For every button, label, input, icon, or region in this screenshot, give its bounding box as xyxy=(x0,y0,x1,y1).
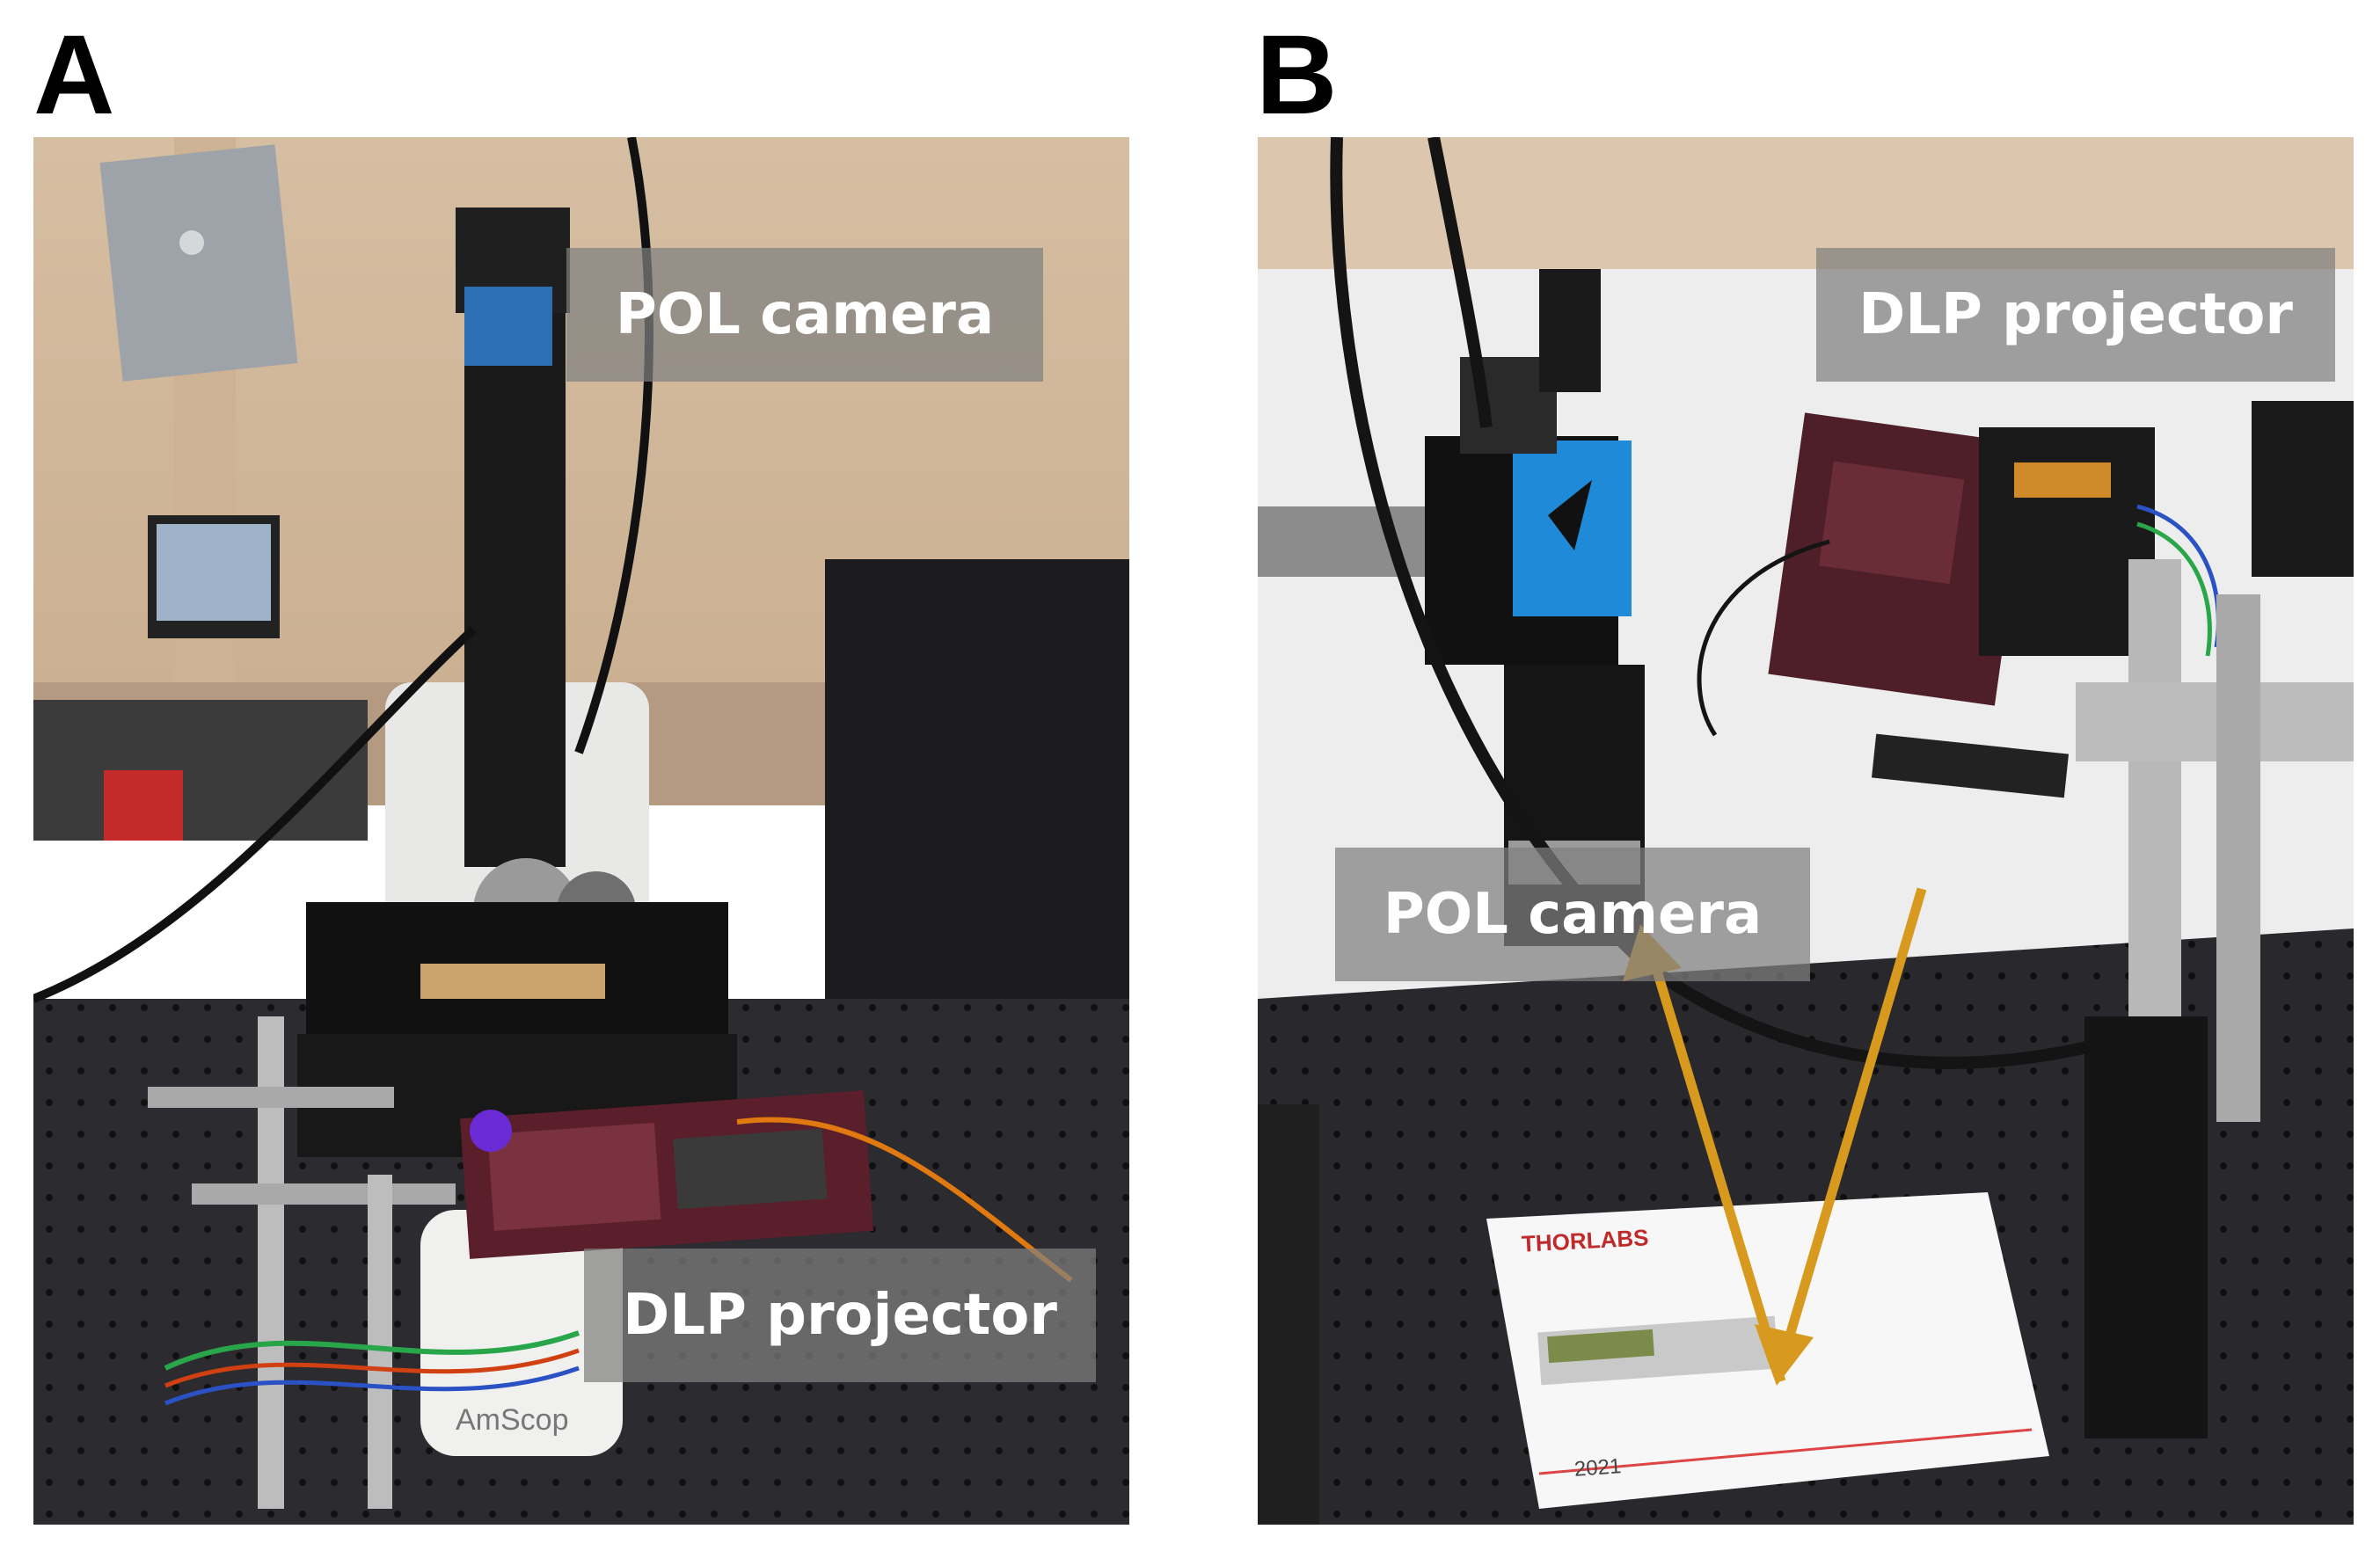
photo-b-scene xyxy=(1258,137,2354,1525)
label-pol-camera-a: POL camera xyxy=(566,248,1043,382)
electrical-box xyxy=(99,144,298,382)
photo-microscope-setup: AmScop POL camera DLP projector xyxy=(33,137,1129,1525)
dlp-projector xyxy=(1697,412,2221,798)
post-right xyxy=(368,1175,392,1509)
label-pol-camera-b: POL camera xyxy=(1335,848,1810,981)
label-dlp-projector-b: DLP projector xyxy=(1816,248,2335,382)
dlp-board xyxy=(459,1090,874,1259)
panel-letter-b: B xyxy=(1256,12,1338,138)
panel-letter-a: A xyxy=(33,12,115,138)
manual-year: 2021 xyxy=(1573,1454,1623,1482)
microscope-brand: AmScop xyxy=(456,1403,569,1437)
label-dlp-projector-a: DLP projector xyxy=(584,1249,1096,1382)
photo-bench-setup: THORLABS 2021 DLP projector POL camera xyxy=(1258,137,2354,1525)
